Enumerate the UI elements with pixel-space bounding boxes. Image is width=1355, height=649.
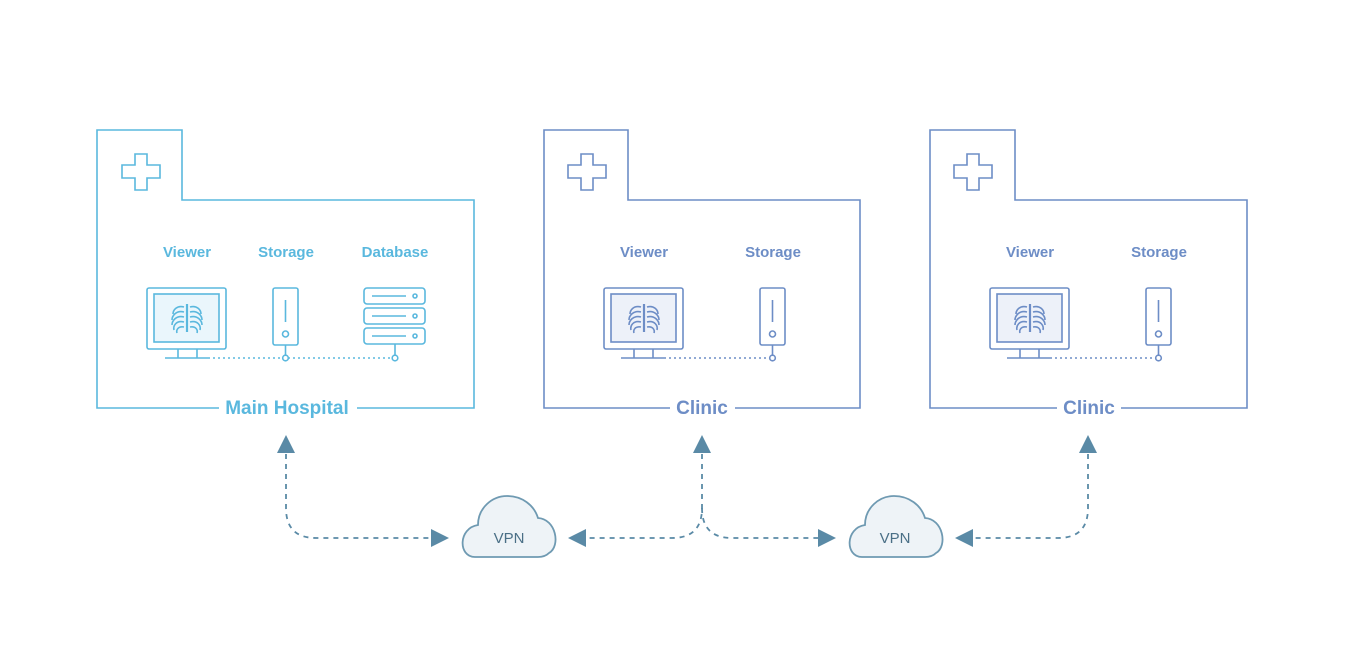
link-clinic-1-to-vpn-1 <box>568 435 711 547</box>
storage-server-icon <box>759 287 786 346</box>
monitor-xray-icon <box>146 287 227 359</box>
site-title: Main Hospital <box>225 398 349 419</box>
storage-server-icon <box>1145 287 1172 346</box>
component-label-storage: Storage <box>745 244 801 261</box>
vpn-label: VPN <box>494 530 525 547</box>
component-label-viewer: Viewer <box>620 244 668 261</box>
component-label-viewer: Viewer <box>163 244 211 261</box>
site-frame <box>96 129 475 409</box>
site-clinic-1: Clinic Viewer Storage <box>543 129 861 419</box>
link-clinic-2-to-vpn-2 <box>955 435 1097 547</box>
medical-cross-icon <box>121 153 161 191</box>
medical-cross-icon <box>953 153 993 191</box>
medical-cross-icon <box>567 153 607 191</box>
monitor-xray-icon <box>603 287 684 359</box>
vpn-node-1: VPN <box>461 495 557 558</box>
site-title: Clinic <box>676 398 728 419</box>
local-link <box>1050 345 1163 362</box>
site-frame <box>929 129 1248 409</box>
site-clinic-2: Clinic Viewer Storage <box>929 129 1248 419</box>
component-label-database: Database <box>362 244 429 261</box>
cloud-icon <box>848 495 944 558</box>
local-link <box>208 344 399 362</box>
vpn-label: VPN <box>880 530 911 547</box>
storage-server-icon <box>272 287 299 346</box>
link-clinic-1-to-vpn-2 <box>701 507 836 547</box>
database-rack-icon <box>363 287 426 345</box>
monitor-xray-icon <box>989 287 1070 359</box>
site-frame <box>543 129 861 409</box>
site-main-hospital: Main Hospital Viewer Storage Database <box>96 129 475 419</box>
local-link <box>664 345 777 362</box>
component-label-viewer: Viewer <box>1006 244 1054 261</box>
component-label-storage: Storage <box>1131 244 1187 261</box>
vpn-node-2: VPN <box>848 495 944 558</box>
site-title: Clinic <box>1063 398 1115 419</box>
vpn-links <box>277 435 1097 547</box>
component-label-storage: Storage <box>258 244 314 261</box>
link-main-to-vpn-1 <box>277 435 449 547</box>
cloud-icon <box>461 495 557 558</box>
